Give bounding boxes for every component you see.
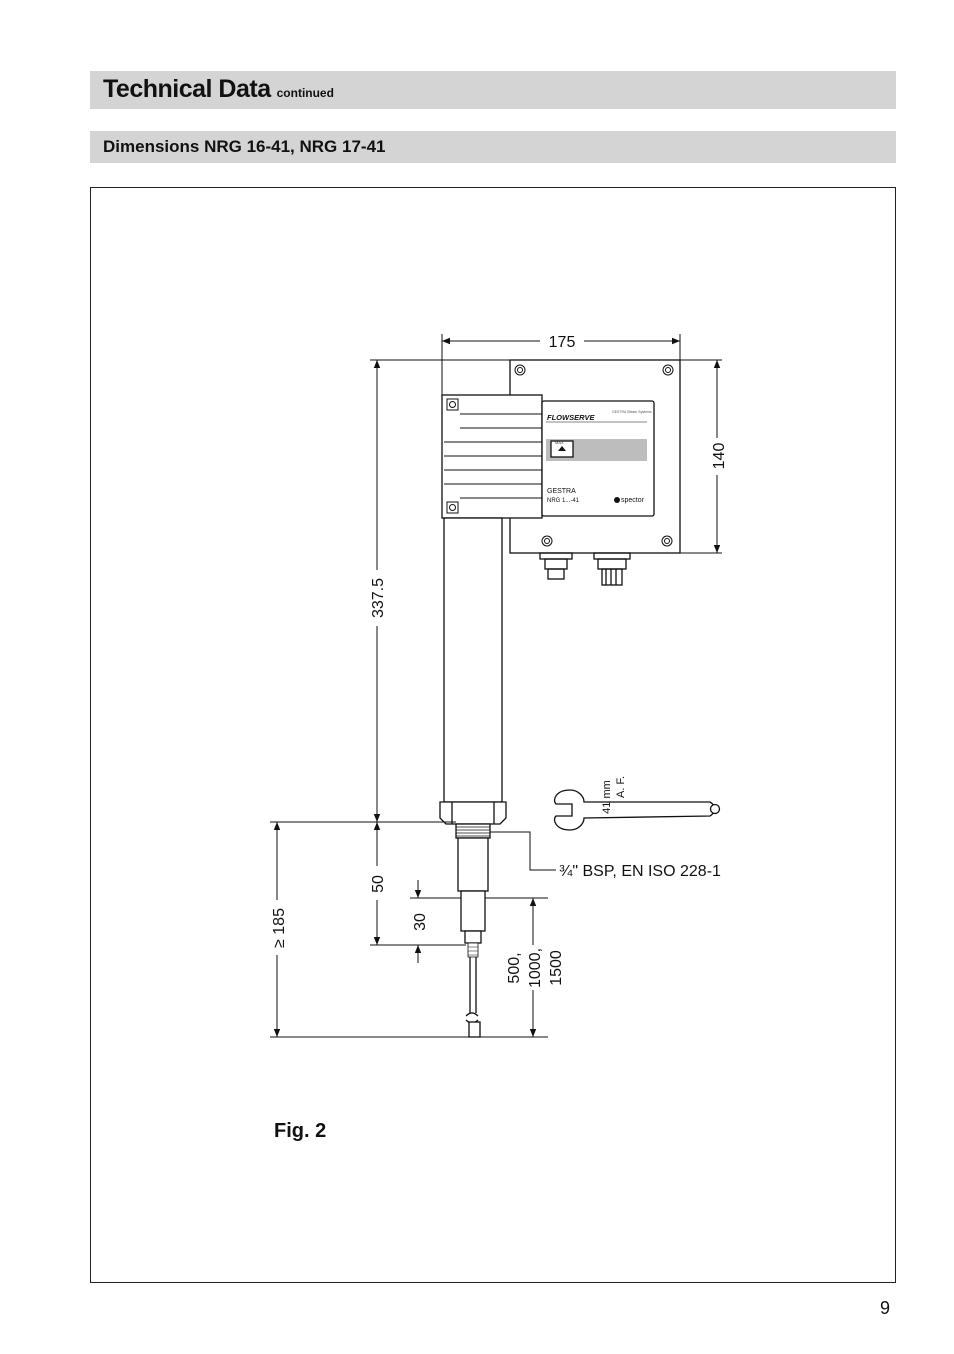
housing [441,359,681,586]
section-title: Dimensions NRG 16-41, NRG 17-41 [103,137,386,156]
page-number: 9 [880,1298,891,1318]
dim-total-height: 337.5 [370,578,387,618]
svg-text:GESTRA: GESTRA [547,488,576,495]
dim-width: 175 [549,334,576,351]
partner-logo-icon [614,497,620,503]
dim-rod-length-1: 500, [506,952,523,983]
figure-frame [90,187,896,1283]
dim-thread-length: 50 [370,875,387,893]
svg-text:spector: spector [621,497,645,504]
wrench-icon [553,789,721,831]
dimension-lines [270,334,722,1038]
dim-tip-length: 30 [412,913,429,931]
device-panel-text: FLOWSERVE GESTRA Steam Systems MAX GESTR… [547,410,652,504]
dim-wrench-size: 41 mm [601,780,613,814]
cable-gland-left [539,552,573,580]
electrode [439,517,507,1038]
section-bar: Dimensions NRG 16-41, NRG 17-41 [90,131,896,163]
dim-rod-length-3: 1500 [548,950,565,986]
svg-text:MAX: MAX [555,440,564,445]
svg-text:GESTRA Steam Systems: GESTRA Steam Systems [612,410,652,414]
dim-housing-height: 140 [711,443,728,470]
dim-rod-length-2: 1000, [527,948,544,988]
brand-logo: FLOWSERVE [547,413,595,422]
page-subtitle: continued [276,86,334,100]
dim-wrench-af: A. F. [615,776,627,798]
figure-caption: Fig. 2 [274,1120,326,1142]
cable-gland-right [593,552,631,586]
svg-text:NRG 1...-41: NRG 1...-41 [547,498,580,504]
thread-spec: ¾" BSP, EN ISO 228-1 [559,863,721,880]
dim-min-length: ≥ 185 [271,908,288,948]
screw-icon [446,364,674,547]
